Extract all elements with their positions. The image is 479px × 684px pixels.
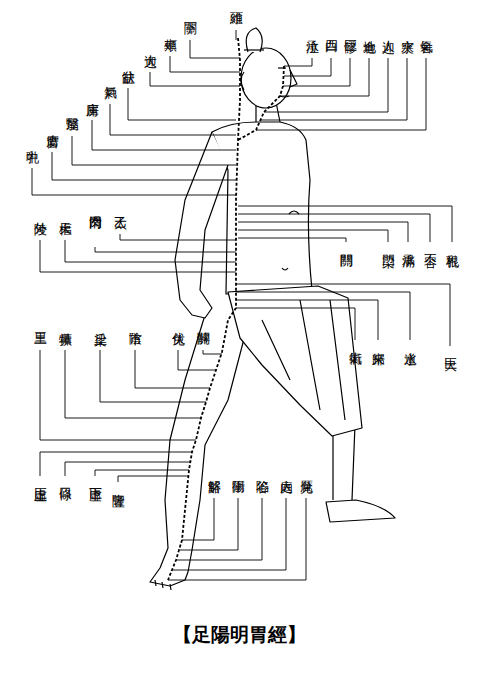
hair-band [244, 49, 264, 50]
shoe [326, 500, 395, 522]
skirt-folds [262, 300, 345, 420]
arm-outline [175, 132, 228, 318]
navel [282, 268, 288, 270]
toes [155, 580, 171, 590]
diagram-title: 【足陽明胃經】 [0, 622, 479, 648]
leg-outline [333, 425, 355, 500]
ear [241, 72, 244, 90]
nose [290, 70, 297, 87]
meridian-line [168, 38, 240, 580]
meridian-line [238, 66, 284, 140]
leg-outline [150, 315, 245, 586]
torso-outline [212, 122, 312, 294]
topknot [246, 28, 262, 52]
leader-lines [32, 30, 452, 580]
skirt-cloth [228, 286, 362, 436]
